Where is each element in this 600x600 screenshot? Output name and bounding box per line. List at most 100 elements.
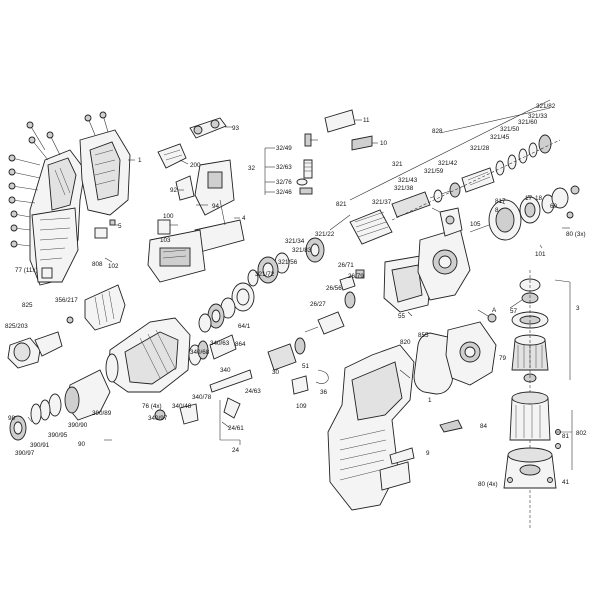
label-1-housing: 1 [138, 157, 142, 164]
label-340: 340 [220, 367, 231, 374]
label-321-59: 321/59 [424, 168, 444, 175]
label-26-79: 26/79 [348, 273, 364, 280]
label-321-38: 321/38 [394, 185, 414, 192]
label-817: 817 [495, 198, 506, 205]
label-825: 825 [22, 302, 33, 309]
brush-detail [264, 133, 313, 195]
label-79: 79 [499, 355, 507, 362]
gearbox-housing-820 [383, 207, 471, 313]
slider-200 [157, 143, 187, 169]
label-32-46: 32/46 [276, 189, 292, 196]
label-9: 9 [426, 450, 430, 457]
label-90: 90 [78, 441, 86, 448]
hammer-housing-1 [105, 317, 191, 393]
label-80-3x: 80 (3x) [566, 231, 586, 238]
striker-340 [154, 334, 253, 425]
motor-stator-802 [503, 391, 561, 489]
label-8: 8 [495, 207, 499, 214]
electronics-module-103 [147, 219, 206, 283]
clip-84 [439, 419, 463, 433]
label-51: 51 [302, 363, 310, 370]
leader-lines [27, 99, 573, 470]
label-76-4x: 76 (4x) [142, 403, 162, 410]
label-60: 60 [550, 203, 558, 210]
label-321-33: 321/33 [528, 113, 548, 120]
label-9 [389, 447, 415, 465]
label-321: 321 [392, 161, 403, 168]
label-802: 802 [576, 430, 587, 437]
label-390-89: 390/89 [92, 410, 112, 417]
housing-screws [8, 111, 109, 248]
bearing-plate-817 [469, 185, 580, 241]
label-390-95: 390/95 [48, 432, 68, 439]
label-92: 92 [170, 187, 178, 194]
label-855: 855 [418, 332, 429, 339]
seal-ring-55 [413, 332, 457, 395]
part-labels: 93 1 200 92 94 4 100 103 5 102 808 77 (1… [5, 103, 587, 488]
label-825-203: 825/203 [5, 323, 28, 330]
tool-holder-390 [9, 369, 111, 441]
housing-half-left [29, 149, 86, 286]
label-864: 864 [235, 341, 246, 348]
label-321-60: 321/60 [518, 119, 538, 126]
label-24: 24 [232, 447, 240, 454]
label-3: 3 [576, 305, 580, 312]
main-housing-lower-1 [327, 344, 415, 511]
label-36: 36 [320, 389, 328, 396]
label-94: 94 [212, 203, 220, 210]
label-321-22: 321/22 [315, 231, 335, 238]
label-821: 821 [336, 201, 347, 208]
label-81: 81 [562, 433, 570, 440]
label-321-43: 321/43 [398, 177, 418, 184]
label-a: A [492, 307, 497, 314]
switch-93 [189, 117, 227, 139]
label-321-82: 321/82 [536, 103, 556, 110]
label-102: 102 [108, 263, 119, 270]
label-64-1: 64/1 [238, 323, 251, 330]
label-340-78: 340/78 [192, 394, 212, 401]
label-321-50: 321/50 [500, 126, 520, 133]
label-390-90: 390/90 [68, 422, 88, 429]
label-390-91: 390/91 [30, 442, 50, 449]
label-321-72: 321/72 [255, 271, 275, 278]
label-plate-808 [94, 227, 108, 239]
cover-11 [324, 109, 356, 133]
label-11: 11 [363, 117, 370, 124]
label-26-71: 26/71 [338, 262, 354, 269]
label-84: 84 [480, 423, 488, 430]
label-93: 93 [232, 125, 240, 132]
label-109: 109 [296, 403, 307, 410]
housing-half-right [79, 129, 131, 216]
label-1-housing-lower: 1 [428, 397, 432, 404]
label-340-48: 340/48 [172, 403, 192, 410]
label-808: 808 [92, 261, 103, 268]
label-26-27: 26/27 [310, 301, 326, 308]
label-17: 17 [525, 195, 533, 202]
switch-module-4 [194, 159, 245, 253]
label-32-49: 32/49 [276, 145, 292, 152]
label-321-37: 321/37 [372, 199, 392, 206]
label-828: 828 [432, 128, 443, 135]
label-820: 820 [400, 339, 411, 346]
label-80-4x: 80 (4x) [478, 481, 498, 488]
label-4: 4 [242, 215, 246, 222]
label-41: 41 [562, 479, 570, 486]
label-200: 200 [190, 162, 201, 169]
label-32-76: 32/76 [276, 179, 292, 186]
label-105: 105 [470, 221, 481, 228]
trigger-92 [175, 175, 195, 201]
label-340-63: 340/63 [210, 340, 230, 347]
label-100: 100 [163, 213, 174, 220]
label-18: 18 [535, 195, 543, 202]
label-321-28: 321/28 [470, 145, 490, 152]
label-321-34: 321/34 [285, 238, 305, 245]
label-55: 55 [398, 313, 406, 320]
motor-3 [511, 270, 549, 530]
crank-parts-30 [267, 337, 329, 395]
label-32: 32 [248, 165, 256, 172]
label-321-83: 321/83 [292, 247, 312, 254]
label-32-63: 32/63 [276, 164, 292, 171]
gear-stack [198, 237, 325, 333]
gearbox-cover-820b [445, 313, 497, 386]
label-98: 98 [8, 415, 16, 422]
